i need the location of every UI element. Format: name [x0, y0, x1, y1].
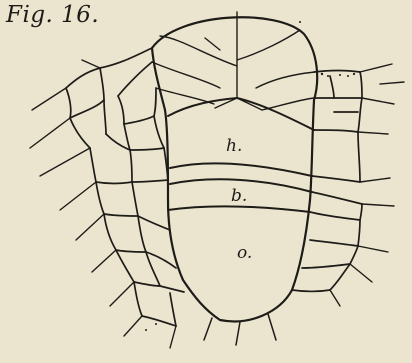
right-edge-walls — [330, 64, 404, 306]
label-h: h. — [226, 136, 242, 156]
left-edge-walls — [30, 60, 176, 348]
bottom-edge-walls — [204, 314, 276, 345]
right-cell-chain — [292, 71, 362, 292]
central-body-outline — [152, 17, 317, 321]
label-b: b. — [231, 186, 247, 206]
granules — [145, 21, 355, 331]
label-o: o. — [237, 243, 252, 263]
left-cell-chain — [66, 48, 184, 326]
figure-title: Fig. 16. — [6, 2, 99, 28]
dome-cell-walls — [152, 12, 315, 110]
